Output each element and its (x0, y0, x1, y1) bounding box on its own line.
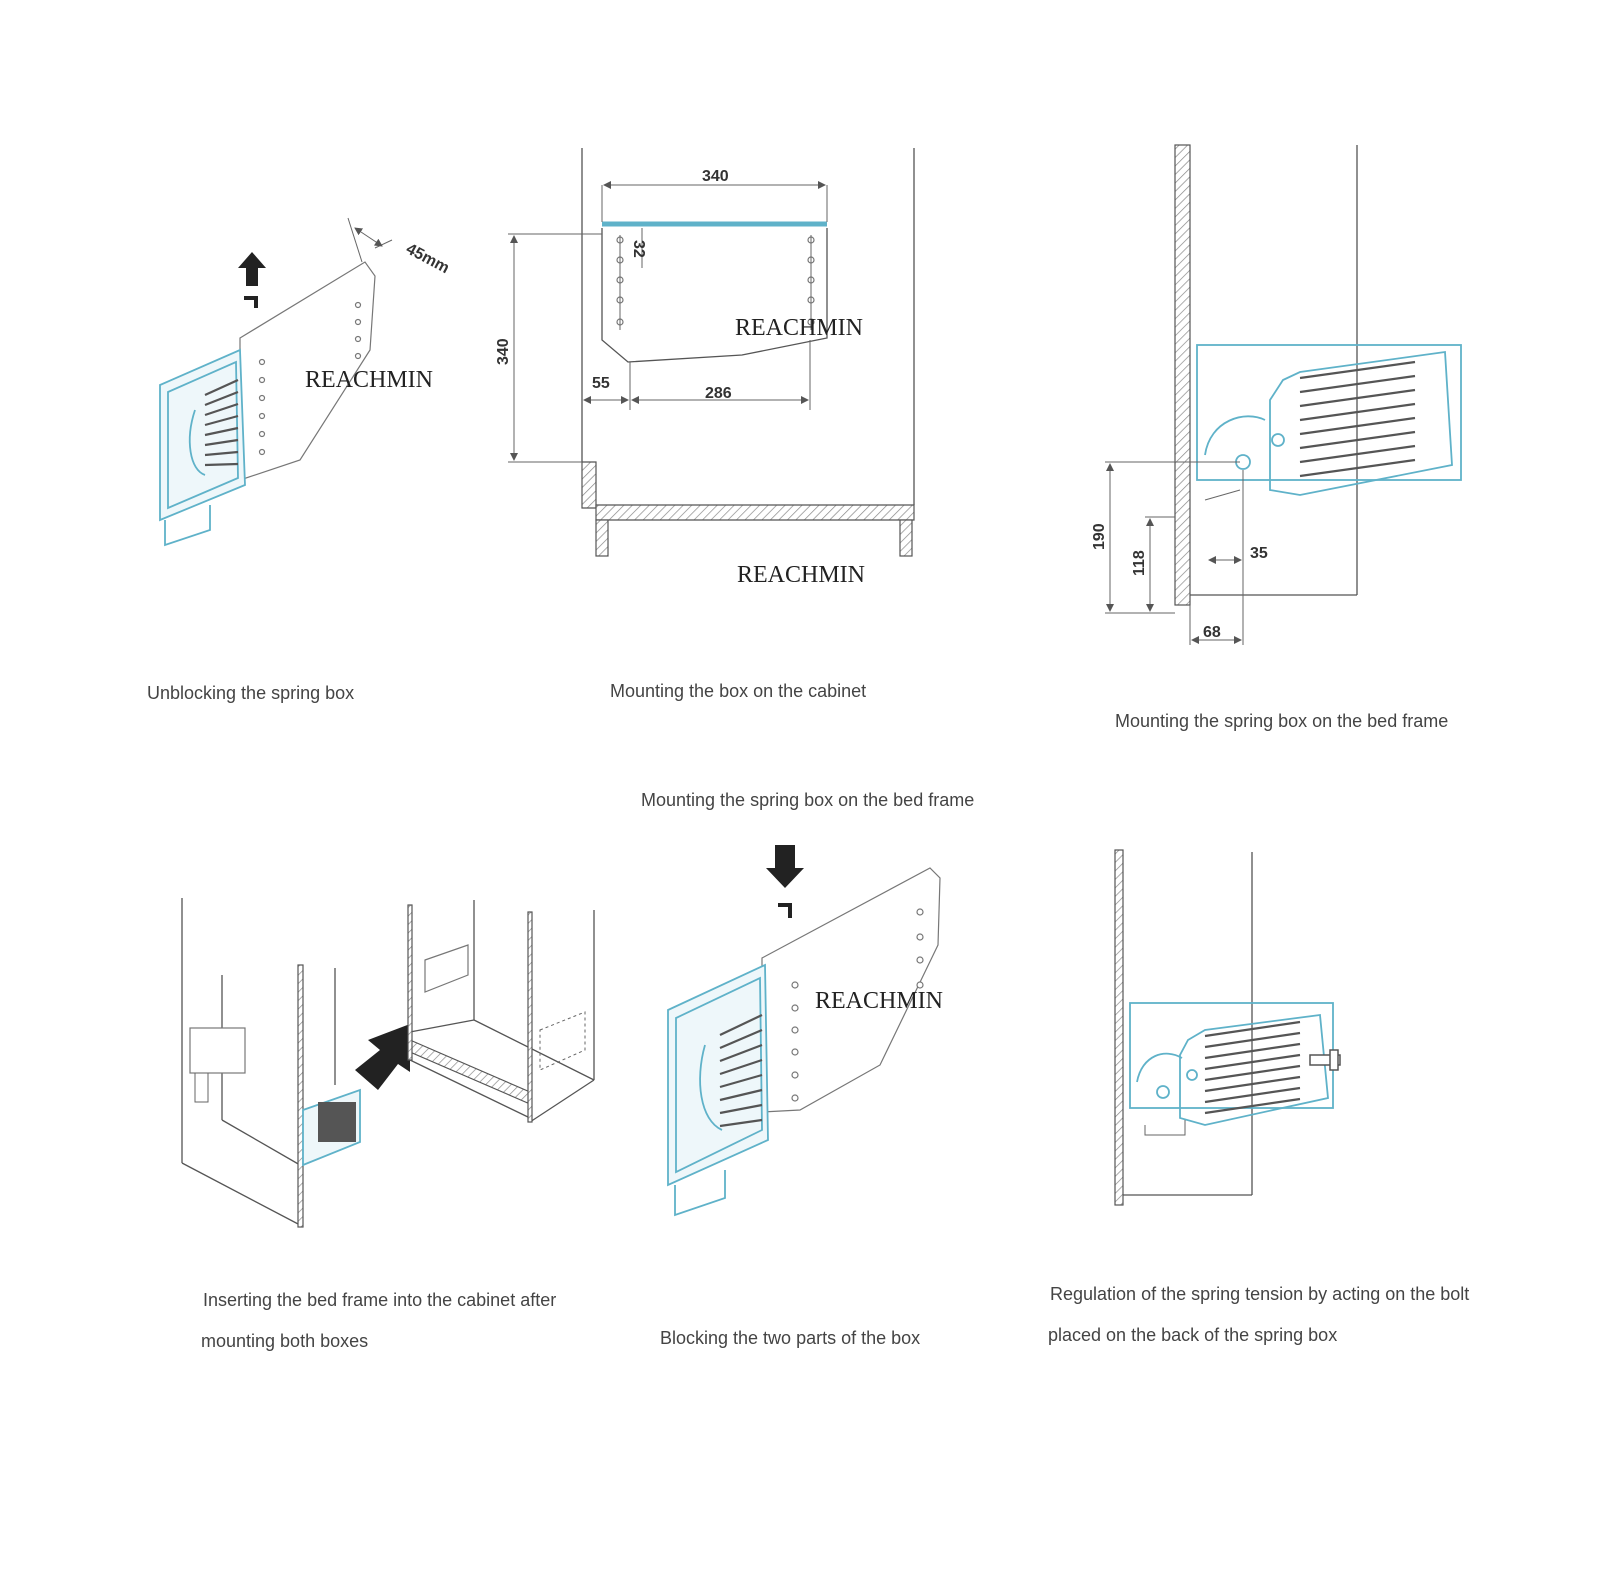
dim-35: 35 (1250, 545, 1268, 562)
caption-insert-line1: Inserting the bed frame into the cabinet… (203, 1290, 556, 1310)
caption-block: Blocking the two parts of the box (660, 1328, 920, 1348)
dim-55: 55 (592, 375, 610, 392)
caption-regulate-line2: placed on the back of the spring box (1048, 1325, 1337, 1345)
arrow-insert-icon (355, 1024, 410, 1090)
spring-coils (1299, 360, 1416, 478)
arrow-down-icon (766, 845, 804, 918)
panel-unblock: 45mm REACHMIN Unblocking the spring box (147, 217, 452, 703)
brand-watermark-3: REACHMIN (737, 562, 865, 588)
panel-mount-cabinet: 340 32 340 55 286 REACHMIN REACHMIN Moun… (495, 148, 915, 701)
panel-mount-bedframe: 190 118 35 68 Mounting the spring box on… (1091, 144, 1462, 731)
spring-coils (204, 378, 239, 467)
dim-118: 118 (1131, 550, 1148, 576)
caption-regulate-line1: Regulation of the spring tension by acti… (1050, 1284, 1469, 1304)
spring-coils (1204, 1020, 1301, 1115)
dim-286: 286 (705, 385, 732, 402)
panel-insert: Inserting the bed frame into the cabinet… (181, 898, 595, 1351)
brand-watermark-4: REACHMIN (815, 988, 943, 1014)
title-block: Mounting the spring box on the bed frame (641, 790, 974, 810)
caption-mount-bedframe: Mounting the spring box on the bed frame (1115, 711, 1448, 731)
caption-insert-line2: mounting both boxes (201, 1331, 368, 1351)
plate-holes (791, 908, 924, 1102)
dim-45mm: 45mm (403, 241, 452, 278)
brand-watermark-2: REACHMIN (735, 315, 863, 341)
tension-bolt-icon (1309, 1049, 1341, 1071)
caption-mount-cabinet: Mounting the box on the cabinet (610, 681, 866, 701)
brand-watermark-1: REACHMIN (305, 367, 433, 393)
plate-holes (258, 301, 362, 456)
dim-340-height: 340 (495, 338, 512, 365)
panel-regulate: Regulation of the spring tension by acti… (1048, 849, 1469, 1345)
dim-340-width: 340 (702, 168, 729, 185)
arrow-up-icon (238, 252, 266, 308)
panel-block: Mounting the spring box on the bed frame (641, 790, 974, 1348)
spring-coils (719, 1014, 763, 1128)
caption-unblock: Unblocking the spring box (147, 683, 354, 703)
dim-190: 190 (1091, 523, 1108, 550)
dim-32: 32 (630, 240, 647, 258)
dim-68: 68 (1203, 624, 1221, 641)
